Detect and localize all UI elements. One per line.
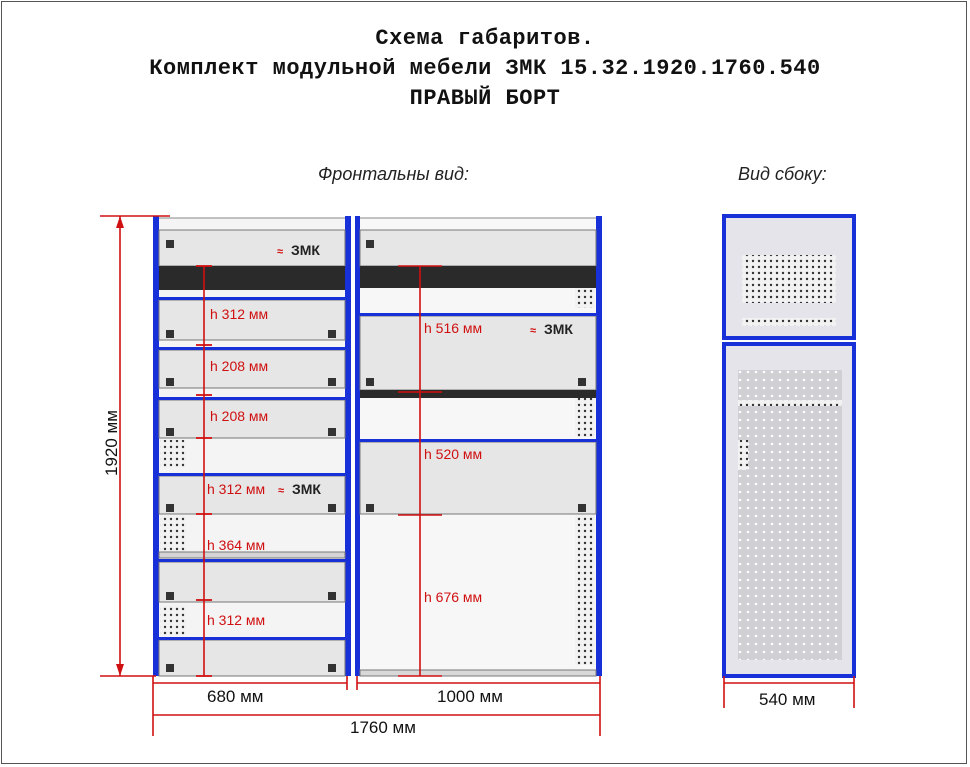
left-level-label: h 312 мм bbox=[210, 306, 268, 322]
logo-text: ЗМК bbox=[291, 242, 320, 258]
title-line-2: Комплект модульной мебели ЗМК 15.32.1920… bbox=[149, 56, 821, 81]
left-level-label: h 312 мм bbox=[207, 481, 265, 497]
left-level-label: h 208 мм bbox=[210, 408, 268, 424]
left-cabinet bbox=[153, 216, 351, 677]
left-level-label: h 364 мм bbox=[207, 537, 265, 553]
left-level-label: h 208 мм bbox=[210, 358, 268, 374]
title-line-1: Схема габаритов. bbox=[375, 26, 595, 51]
total-width-label: 1760 мм bbox=[350, 718, 416, 737]
svg-text:≈: ≈ bbox=[277, 246, 283, 258]
left-width-label: 680 мм bbox=[207, 687, 263, 706]
logo-text: ЗМК bbox=[544, 321, 573, 337]
title-line-3: ПРАВЫЙ БОРТ bbox=[409, 86, 561, 111]
right-width-label: 1000 мм bbox=[437, 687, 503, 706]
side-view-cabinet bbox=[722, 214, 856, 678]
right-level-label: h 516 мм bbox=[424, 320, 482, 336]
logo-text: ЗМК bbox=[292, 481, 321, 497]
svg-text:≈: ≈ bbox=[278, 485, 284, 497]
depth-label: 540 мм bbox=[759, 690, 815, 709]
right-level-label: h 520 мм bbox=[424, 446, 482, 462]
height-dimension-label: 1920 мм bbox=[102, 410, 121, 476]
svg-text:≈: ≈ bbox=[530, 325, 536, 337]
left-level-label: h 312 мм bbox=[207, 612, 265, 628]
right-level-label: h 676 мм bbox=[424, 589, 482, 605]
right-cabinet bbox=[355, 216, 602, 677]
dimension-lines bbox=[100, 215, 855, 736]
front-view-label: Фронтальны вид: bbox=[318, 164, 469, 184]
side-view-label: Вид сбоку: bbox=[738, 164, 827, 184]
